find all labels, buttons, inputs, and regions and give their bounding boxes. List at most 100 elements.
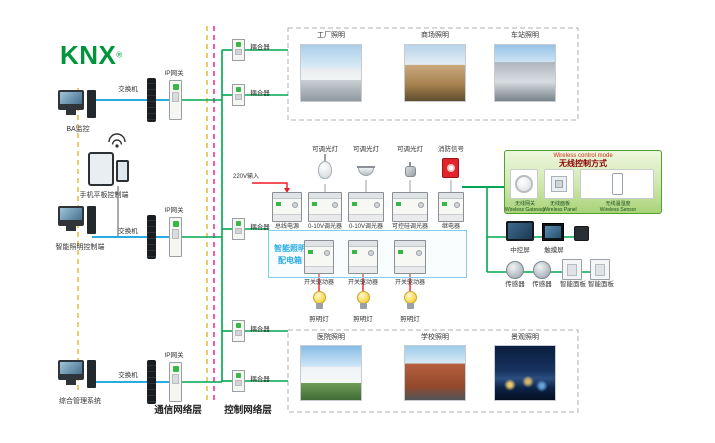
dimmer-module-1 [308,192,342,222]
label-photo-school: 学校照明 [421,334,449,341]
label-lamp-2: 照明灯 [353,316,373,323]
pc-tower-icon [87,90,96,118]
photo-station [494,44,556,102]
wifi-icon [108,133,126,145]
scr-dimmer-module [392,192,428,222]
label-driver-1: 开关驱动器 [303,280,334,286]
label-coupler-3: 耦合器 [250,224,270,231]
label-dim-lamp-2: 可调光灯 [353,146,379,153]
label-pc2: 智能照明控制端 [55,244,105,251]
label-distbox-line2: 配电箱 [278,256,302,265]
wireless-title-en: Wireless control mode [553,153,613,159]
label-distbox-line1: 智能照明 [274,244,306,253]
wireless-sensor-cn: 无线温湿度 [605,201,631,207]
label-gateway-3: IP网关 [164,352,184,359]
bulb-icon [403,291,417,313]
sensor-icon [506,261,524,279]
coupler-icon [232,218,245,240]
label-driver-2: 开关驱动器 [347,280,378,286]
label-wireless-sensor: 无线温湿度 Wireless Sensor [580,201,656,214]
touch-screen-icon [542,223,564,241]
wireless-panel-card [544,169,574,199]
label-220v-input: 220V输入 [232,174,259,180]
photo-hospital [300,345,362,401]
fire-alarm-icon [442,158,459,178]
monitor-icon [58,90,84,115]
switch-icon [147,78,156,122]
label-switch-2: 交换机 [118,228,138,235]
wireless-gateway-card [510,169,538,199]
wireless-sensor-card [580,169,654,199]
switch-actuator-module [348,240,378,274]
label-coupler-4: 耦合器 [250,326,270,333]
ip-gateway-icon [169,362,182,402]
tablet-icon [88,152,114,186]
coupler-icon [232,320,245,342]
label-ctrl-layer: 控制网络层 [224,405,272,416]
photo-mall [404,44,466,102]
label-coupler-5: 耦合器 [250,376,270,383]
label-sensor-1: 传感器 [505,281,525,288]
dimmer-module-2 [348,192,384,222]
wireless-panel-en: Wireless Panel [543,207,577,214]
sensor-icon [533,261,551,279]
phone-icon [116,160,129,182]
wireless-panel-icon [551,176,567,192]
coupler-icon [232,39,245,61]
label-lamp-3: 照明灯 [400,316,420,323]
label-switch-3: 交换机 [118,372,138,379]
label-touch-screen: 触摸屏 [544,247,564,254]
central-screen-icon [506,221,534,241]
pc-tower-icon [87,360,96,388]
smart-panel-icon [590,259,610,280]
bus-power-module [272,192,302,222]
wireless-title-cn: 无线控制方式 [559,158,607,168]
wireless-gateway-icon [515,175,533,193]
label-central-screen: 中控屏 [510,247,530,254]
label-module-2: 0-10V调光器 [307,224,342,230]
photo-factory [300,44,362,102]
mini-panel-icon [574,226,589,241]
photo-school [404,345,466,401]
pc-tower-icon [87,206,96,234]
label-module-1: 总线电源 [274,224,299,230]
label-pc3: 综合管理系统 [59,398,101,405]
wireless-remote-icon [611,173,623,195]
ip-gateway-icon [169,80,182,120]
wireless-panel-cn: 无线面板 [549,201,570,207]
spotlight-icon [403,162,417,178]
label-sensor-2: 传感器 [532,281,552,288]
computer-ba-monitor [58,90,96,118]
photo-landscape [494,345,556,401]
coupler-icon [232,84,245,106]
label-photo-factory: 工厂照明 [317,32,345,39]
pendant-lamp-icon [317,154,333,184]
label-gateway-2: IP网关 [164,207,184,214]
label-dim-lamp-3: 可调光灯 [397,146,423,153]
wireless-gateway-cn: 无线网关 [514,201,535,207]
knx-logo-text: KNX [60,40,117,70]
monitor-icon [58,206,84,231]
label-comm-layer: 通信网络层 [154,405,202,416]
switch-icon [147,215,156,259]
wireless-sensor-en: Wireless Sensor [599,207,637,214]
ceiling-lamp-icon [357,166,375,178]
computer-management [58,360,96,388]
switch-actuator-module [304,240,334,274]
label-module-3: 0-10V调光器 [348,224,383,230]
relay-module [438,192,464,222]
label-wireless-panel: 无线面板 Wireless Panel [540,201,580,214]
label-dim-lamp-1: 可调光灯 [312,146,338,153]
label-wireless-gateway: 无线网关 Wireless Gateway [502,201,548,214]
label-lamp-1: 照明灯 [309,316,329,323]
label-panel-1: 智能面板 [560,281,586,288]
label-photo-mall: 商场照明 [421,32,449,39]
label-coupler-2: 耦合器 [250,90,270,97]
ip-gateway-icon [169,217,182,257]
label-driver-3: 开关驱动器 [394,280,425,286]
bulb-icon [312,291,326,313]
switch-icon [147,360,156,404]
coupler-icon [232,370,245,392]
label-module-4: 可控硅调光器 [391,224,428,230]
